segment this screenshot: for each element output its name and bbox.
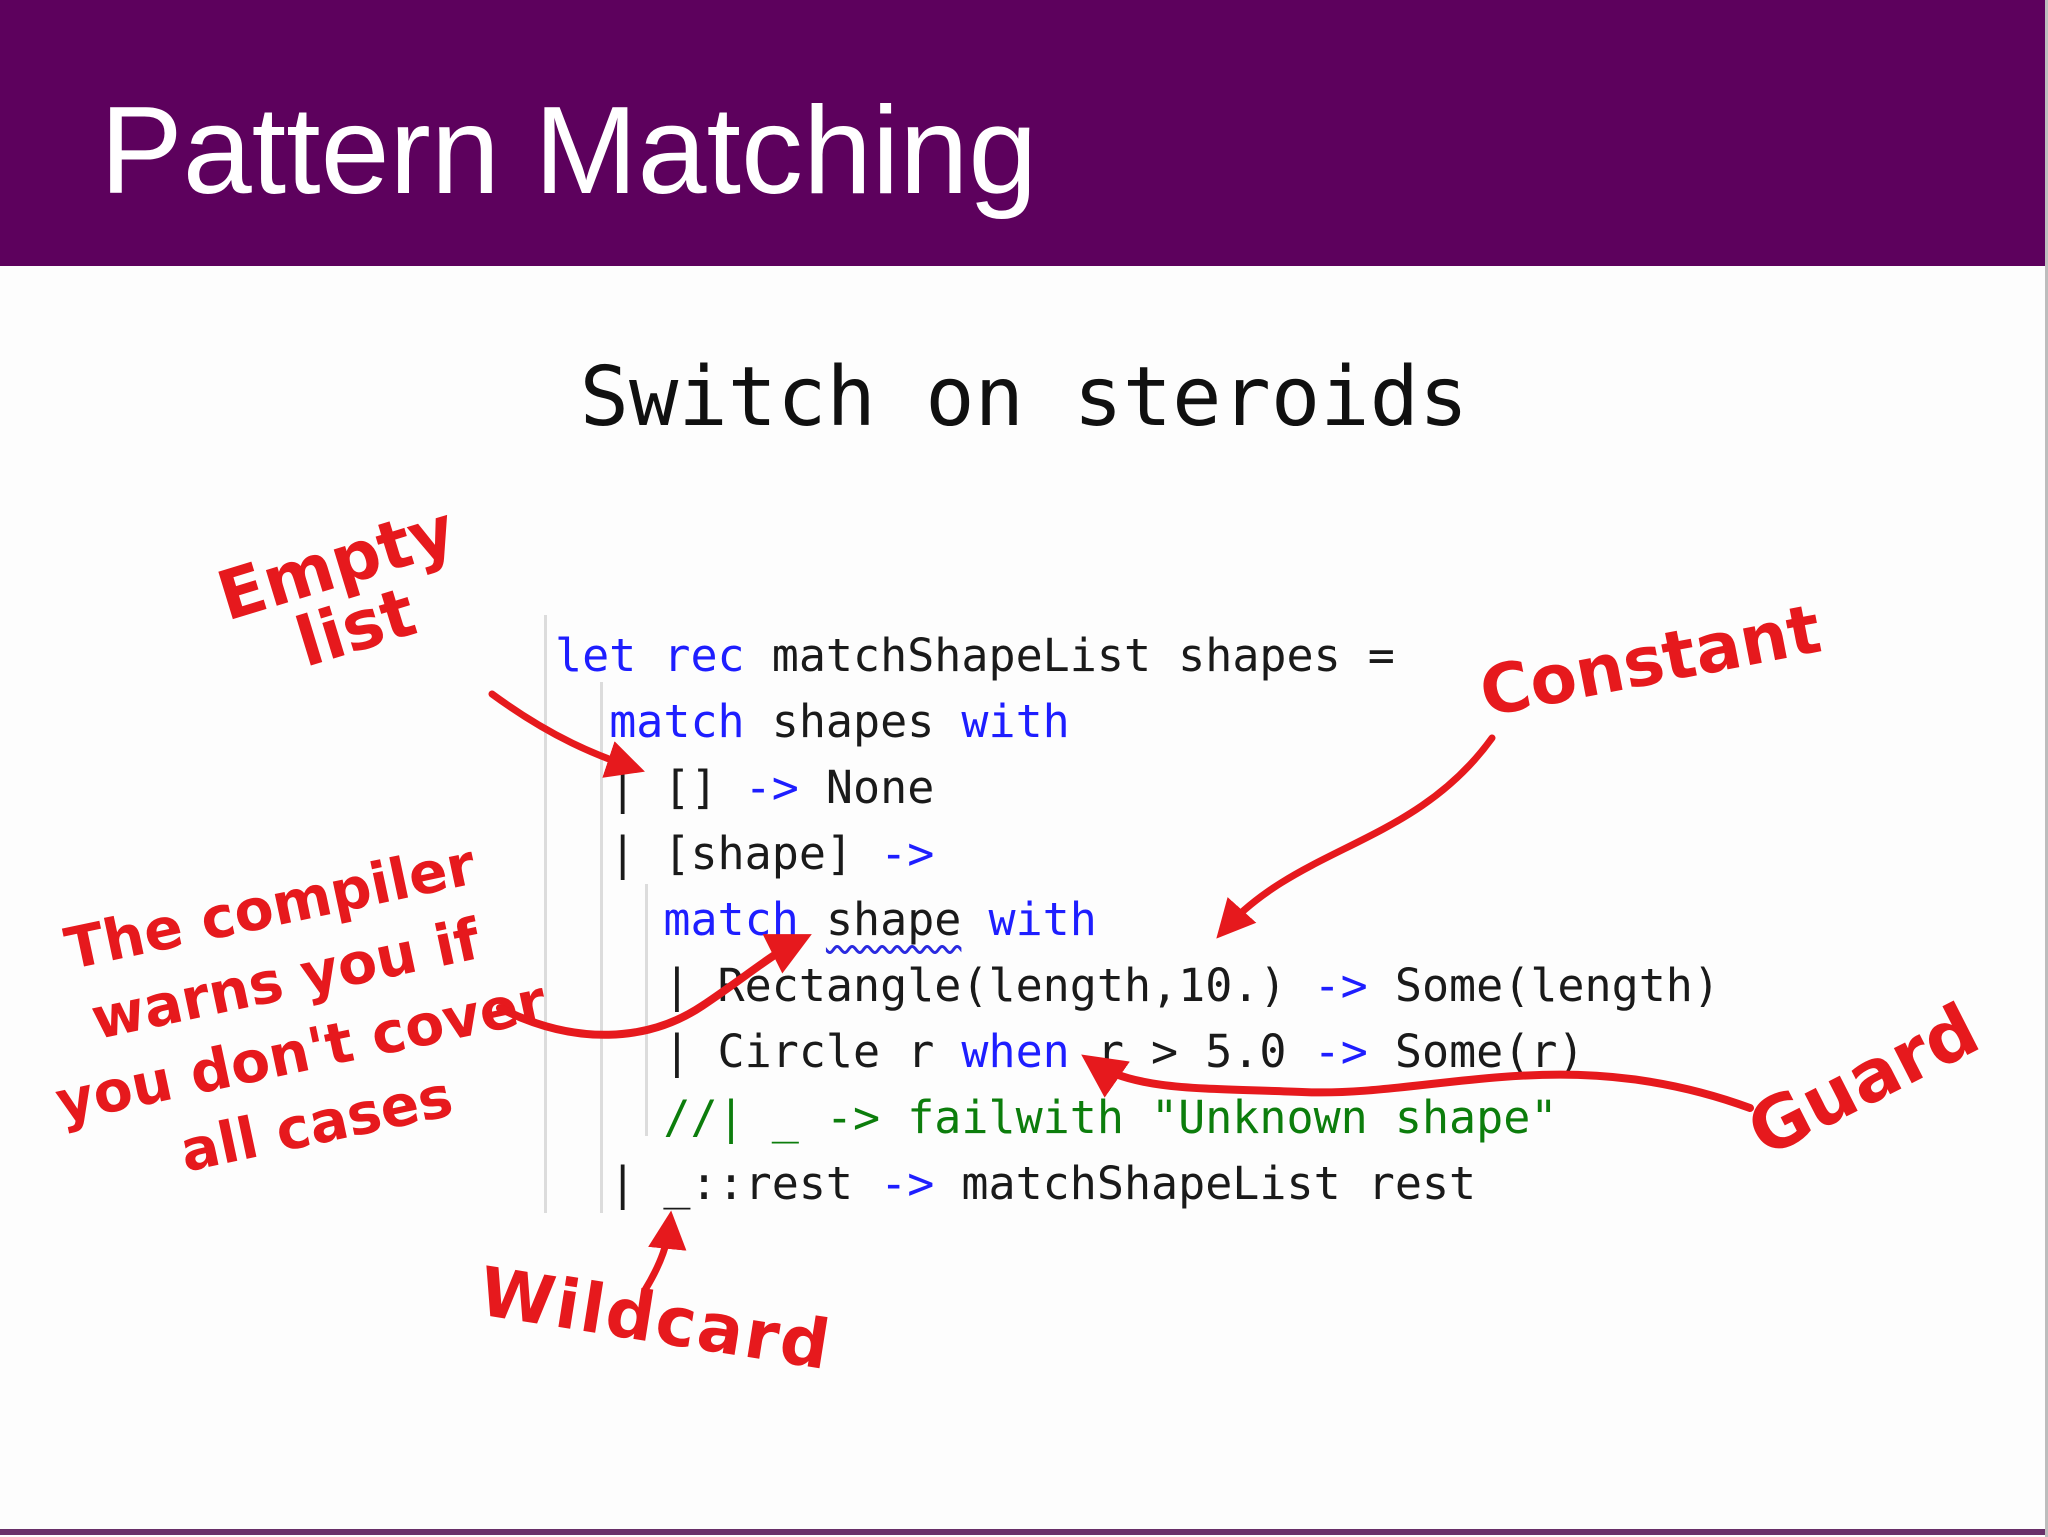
code-line: let rec matchShapeList shapes = (555, 623, 1720, 689)
code-line: | [shape] -> (555, 821, 1720, 887)
code-token: with (961, 695, 1070, 748)
code-token: | [] (555, 761, 745, 814)
code-token: | [shape] (555, 827, 881, 880)
slide-bottom-border (0, 1529, 2045, 1535)
code-token: -> (1313, 1025, 1368, 1078)
code-token: shapes (744, 695, 962, 748)
code-token: -> (880, 1157, 935, 1210)
code-token: matchShapeList rest (934, 1157, 1477, 1210)
code-token (961, 893, 988, 946)
code-token: with (988, 893, 1097, 946)
code-token: None (798, 761, 935, 814)
slide-subtitle: Switch on steroids (579, 350, 1469, 445)
code-token: rec (663, 629, 745, 682)
code-token: r > 5.0 (1069, 1025, 1314, 1078)
code-token: -> (880, 827, 935, 880)
code-token: matchShapeList shapes = (744, 629, 1395, 682)
annotation-compiler-warning: The compiler warns you if you don't cove… (19, 819, 568, 1213)
code-token: | Circle r (555, 1025, 962, 1078)
code-token: match (609, 695, 745, 748)
code-token (555, 695, 609, 748)
code-line: match shape with (555, 887, 1720, 953)
slide-title: Pattern Matching (100, 82, 1038, 220)
annotation-guard: Guard (1734, 986, 1992, 1174)
code-token: //| _ -> failwith "Unknown shape" (555, 1091, 1558, 1144)
code-token-squiggle: shape (825, 893, 962, 946)
code-line: | Rectangle(length,10.) -> Some(length) (555, 953, 1720, 1019)
code-token: | _::rest (555, 1157, 881, 1210)
slide-header-band: Pattern Matching (0, 0, 2045, 266)
indent-guide (544, 615, 547, 1213)
code-line: | Circle r when r > 5.0 -> Some(r) (555, 1019, 1720, 1085)
code-token: when (961, 1025, 1070, 1078)
code-token (636, 629, 663, 682)
code-line: | [] -> None (555, 755, 1720, 821)
code-line: //| _ -> failwith "Unknown shape" (555, 1085, 1720, 1151)
code-token: -> (744, 761, 799, 814)
code-line: | _::rest -> matchShapeList rest (555, 1151, 1720, 1217)
code-token: match (663, 893, 799, 946)
code-token: let (555, 629, 637, 682)
annotation-wildcard: Wildcard (474, 1252, 837, 1387)
code-token: Some(r) (1367, 1025, 1585, 1078)
annotation-empty-list: Empty list (209, 491, 482, 695)
code-token: | Rectangle(length,10.) (555, 959, 1314, 1012)
code-token (555, 893, 663, 946)
code-token: -> (1313, 959, 1368, 1012)
code-block: let rec matchShapeList shapes = match sh… (555, 623, 1720, 1217)
code-token (799, 893, 826, 946)
code-token: Some(length) (1367, 959, 1720, 1012)
